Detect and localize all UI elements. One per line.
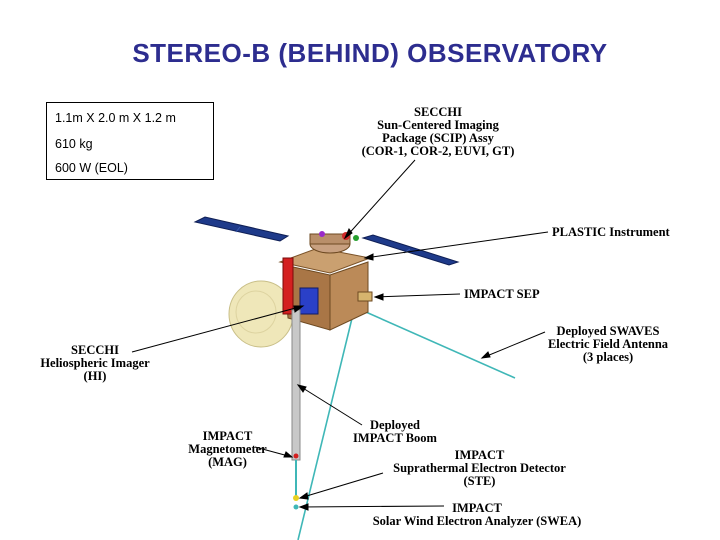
callout-leaders [131, 159, 549, 511]
label-impact-boom: Deployed IMPACT Boom [353, 418, 437, 445]
swaves-antenna-down [297, 305, 356, 540]
swea-marker [293, 504, 299, 510]
label-magnetometer: IMPACT Magnetometer (MAG) [188, 429, 267, 469]
label-plastic: PLASTIC Instrument [552, 225, 670, 239]
label-secchi-scip: SECCHI Sun-Centered Imaging Package (SCI… [361, 105, 515, 158]
label-impact-sep: IMPACT SEP [464, 287, 540, 301]
label-swea: IMPACT Solar Wind Electron Analyzer (SWE… [372, 501, 582, 528]
spec-power: 600 W (EOL) [55, 161, 128, 175]
ste-marker [293, 495, 299, 501]
swaves-antenna-right [349, 304, 516, 379]
spec-mass: 610 kg [55, 137, 93, 151]
page-title: STEREO-B (BEHIND) OBSERVATORY [132, 38, 608, 68]
secchi-hi-panel [299, 287, 319, 315]
magnetometer-marker [293, 453, 299, 459]
specs-box: 1.1m X 2.0 m X 1.2 m 610 kg 600 W (EOL) [46, 102, 214, 180]
label-secchi-hi: SECCHI Heliospheric Imager (HI) [40, 343, 150, 383]
label-ste: IMPACT Suprathermal Electron Detector (S… [393, 448, 566, 488]
label-swaves: Deployed SWAVES Electric Field Antenna (… [547, 324, 669, 364]
spec-dimensions: 1.1m X 2.0 m X 1.2 m [55, 111, 176, 125]
solar-panel-left [193, 216, 290, 242]
solar-panel-right [361, 234, 460, 266]
